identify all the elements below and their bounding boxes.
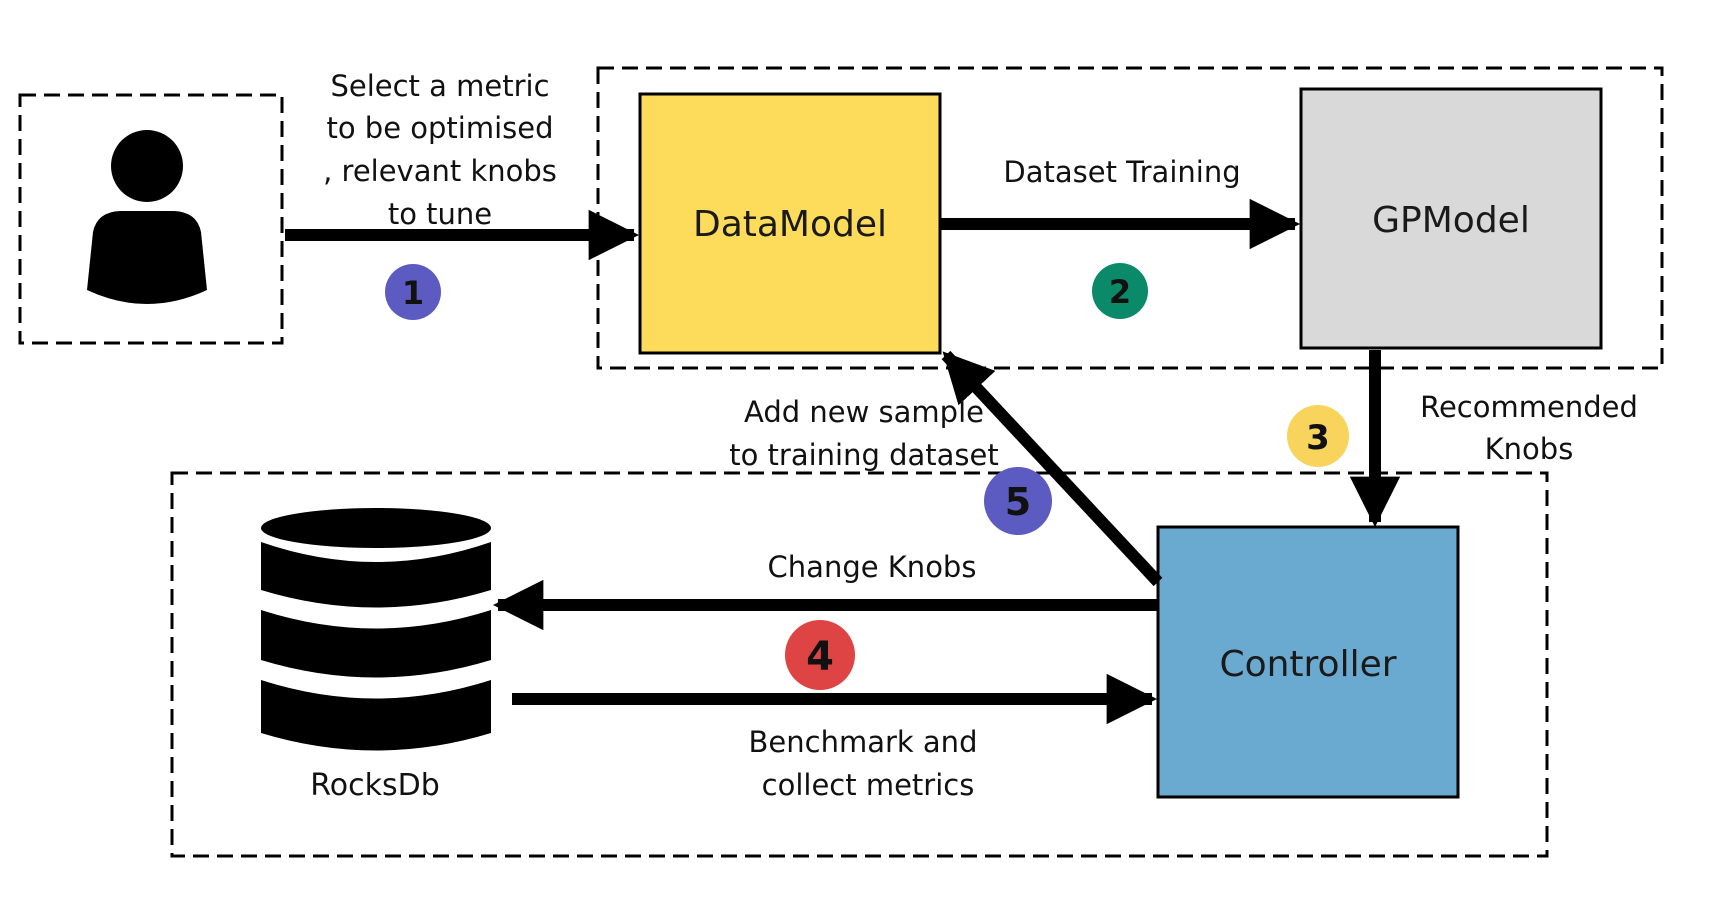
edge-change-knobs-label: Change Knobs — [768, 550, 977, 584]
controller-node[interactable]: Controller — [1156, 525, 1460, 799]
step-badge-4-number: 4 — [806, 634, 834, 680]
step-badge-2: 2 — [1092, 263, 1148, 319]
step-badge-5: 5 — [984, 467, 1052, 535]
user-group-border — [18, 93, 284, 345]
gpmodel-label: GPModel — [1372, 200, 1530, 241]
edge-select-metric-label: Select a metric to be optimised , releva… — [323, 69, 557, 231]
edge-select-metric-label-line-4: to tune — [388, 197, 492, 231]
step-badge-4: 4 — [785, 620, 855, 690]
edge-select-metric-label-line-1: Select a metric — [330, 69, 549, 103]
step-badge-3: 3 — [1287, 405, 1349, 467]
edge-add-sample-label: Add new sample to training dataset — [729, 395, 999, 472]
step-badge-5-number: 5 — [1005, 480, 1031, 524]
edge-recommended-knobs-label: Recommended Knobs — [1420, 390, 1638, 466]
controller-label: Controller — [1219, 644, 1396, 685]
edge-benchmark-label-line-1: Benchmark and — [749, 725, 978, 759]
step-badge-3-circle — [1287, 405, 1349, 467]
gpmodel-box — [1299, 87, 1603, 350]
execution-group-border — [170, 471, 1549, 858]
step-badge-1-number: 1 — [402, 274, 424, 312]
step-badge-2-circle — [1092, 263, 1148, 319]
step-badge-1: 1 — [385, 264, 441, 320]
edge-add-sample-arrow — [941, 350, 1163, 587]
edge-benchmark-label: Benchmark and collect metrics — [749, 725, 978, 802]
datamodel-label: DataModel — [693, 204, 887, 245]
edge-select-metric-label-line-2: to be optimised — [326, 111, 553, 145]
edge-benchmark-label-line-2: collect metrics — [762, 768, 975, 802]
edge-add-sample-label-line-1: Add new sample — [744, 395, 984, 429]
datamodel-box — [638, 92, 942, 355]
datamodel-node[interactable]: DataModel — [638, 92, 942, 355]
edge-add-sample-label-line-2: to training dataset — [729, 438, 999, 472]
edge-recommended-knobs-label-line-2: Knobs — [1485, 432, 1574, 466]
step-badge-2-number: 2 — [1109, 273, 1131, 311]
step-badge-5-circle — [984, 467, 1052, 535]
edge-select-metric-label-line-3: , relevant knobs — [323, 154, 557, 188]
controller-box — [1156, 525, 1460, 799]
database-icon — [261, 508, 491, 751]
step-badge-1-circle — [385, 264, 441, 320]
rocksdb-label: RocksDb — [310, 768, 440, 803]
user-icon — [87, 130, 207, 304]
step-badge-3-number: 3 — [1306, 418, 1330, 458]
edge-dataset-training-label: Dataset Training — [1003, 155, 1240, 189]
step-badge-4-circle — [785, 620, 855, 690]
gpmodel-node[interactable]: GPModel — [1299, 87, 1603, 350]
edge-recommended-knobs-label-line-1: Recommended — [1420, 390, 1638, 424]
